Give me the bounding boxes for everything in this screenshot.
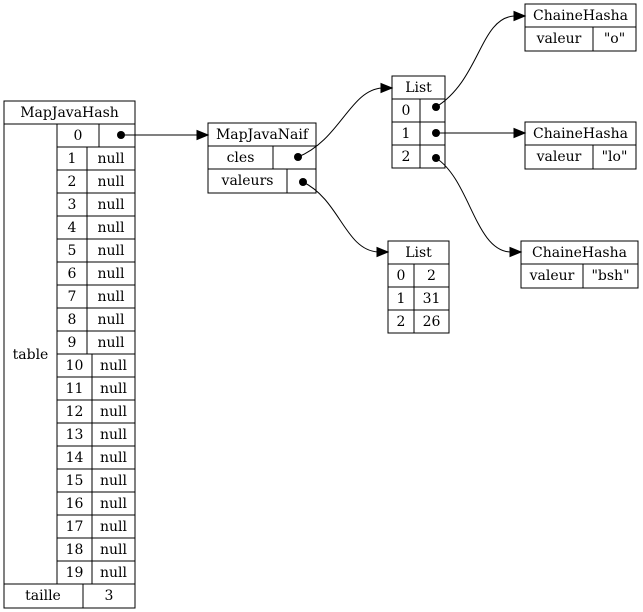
valeurs-field-label: valeurs <box>221 173 274 189</box>
edge-cles-to-keys-list <box>297 87 383 158</box>
hash-row-value: null <box>98 197 126 213</box>
chaine-hasha-field-label: valeur <box>536 31 582 47</box>
pointer-dot <box>299 178 307 186</box>
values-list-index-1: 1 <box>397 291 406 307</box>
hash-row-value: null <box>100 381 128 397</box>
pointer-dot <box>432 103 440 111</box>
edge-key0-to-chaine-o <box>435 15 515 108</box>
hash-row-index: 13 <box>66 427 84 443</box>
hash-row-value: null <box>98 335 126 351</box>
arrowhead <box>513 10 527 22</box>
chaine-hasha-field-label: valeur <box>529 268 575 284</box>
hash-table-rows: 0 1 null 2 null 3 null 4 null 5 null 6 null 7 null 8 nul… <box>57 124 135 584</box>
keys-list-title: List <box>405 80 432 96</box>
hash-row-index: 3 <box>68 197 77 213</box>
values-list-title: List <box>405 245 432 261</box>
chaine-hasha-node-o: ChaineHasha valeur "o" <box>524 3 637 52</box>
chaine-hasha-field-value: "bsh" <box>591 268 629 284</box>
hash-row-value: null <box>100 496 128 512</box>
hash-row-index: 5 <box>68 243 77 259</box>
hash-row-value: null <box>100 519 128 535</box>
hash-row-value: null <box>100 542 128 558</box>
keys-list-node: List 0 1 2 <box>391 75 446 169</box>
hash-row-index: 15 <box>66 473 84 489</box>
keys-list-index-2: 2 <box>402 149 411 165</box>
edge-valeurs-to-values-list <box>302 181 379 253</box>
hash-row-value: null <box>100 450 128 466</box>
values-list-value-2: 26 <box>423 314 441 330</box>
edge-key2-to-chaine-bsh <box>435 157 511 253</box>
hash-row-index: 0 <box>74 128 83 144</box>
hash-row-index: 12 <box>66 404 84 420</box>
keys-list-index-1: 1 <box>402 126 411 142</box>
hash-row-index: 19 <box>66 565 84 581</box>
chaine-hasha-node-bsh: ChaineHasha valeur "bsh" <box>520 240 639 289</box>
values-list-value-0: 2 <box>427 268 436 284</box>
hash-row-value: null <box>98 266 126 282</box>
chaine-hasha-title: ChaineHasha <box>533 126 628 142</box>
values-list-node: List 0 2 1 31 2 26 <box>387 240 450 334</box>
pointer-dot <box>294 153 302 161</box>
hash-row-value: null <box>100 358 128 374</box>
hash-row-index: 1 <box>68 151 77 167</box>
hash-row-index: 11 <box>66 381 84 397</box>
map-java-naif-node: MapJavaNaif cles valeurs <box>207 122 317 194</box>
hash-row-index: 17 <box>66 519 84 535</box>
arrowhead <box>509 246 523 258</box>
pointer-dot <box>432 129 440 137</box>
hash-row-index: 4 <box>68 220 77 236</box>
hash-row-value: null <box>98 312 126 328</box>
values-list-value-1: 31 <box>423 291 441 307</box>
arrowhead <box>513 127 527 139</box>
chaine-hasha-node-lo: ChaineHasha valeur "lo" <box>524 121 637 170</box>
chaine-hasha-title: ChaineHasha <box>532 245 627 261</box>
chaine-hasha-title: ChaineHasha <box>533 8 628 24</box>
pointer-dot <box>432 154 440 162</box>
keys-list-index-0: 0 <box>402 103 411 119</box>
map-java-hash-node: MapJavaHash table 0 1 null 2 null 3 null 4 null 5… <box>3 100 136 609</box>
hash-row-index: 7 <box>68 289 77 305</box>
hash-row-value: null <box>98 243 126 259</box>
chaine-hasha-field-label: valeur <box>536 149 582 165</box>
hash-row-value: null <box>98 220 126 236</box>
hash-row-index: 2 <box>68 174 77 190</box>
hash-row-value: null <box>100 473 128 489</box>
cles-field-label: cles <box>227 150 255 166</box>
arrowhead <box>376 246 390 258</box>
hash-row-value: null <box>100 404 128 420</box>
hash-row-value: null <box>98 174 126 190</box>
map-java-naif-title: MapJavaNaif <box>216 127 310 143</box>
values-list-index-0: 0 <box>397 268 406 284</box>
hash-row-index: 6 <box>68 266 77 282</box>
hash-row-value: null <box>98 289 126 305</box>
taille-field-label: taille <box>25 588 61 604</box>
hash-row-value: null <box>100 565 128 581</box>
table-field-label: table <box>13 347 49 363</box>
arrowhead <box>380 82 394 94</box>
hash-row-value: null <box>100 427 128 443</box>
hash-row-index: 9 <box>68 335 77 351</box>
taille-field-value: 3 <box>105 588 114 604</box>
pointer-dot <box>117 131 125 139</box>
arrowhead <box>196 129 210 141</box>
chaine-hasha-field-value: "o" <box>604 31 625 47</box>
hash-row-index: 14 <box>66 450 84 466</box>
edges <box>117 10 527 258</box>
hash-row-index: 16 <box>66 496 84 512</box>
hash-row-index: 10 <box>66 358 84 374</box>
chaine-hasha-field-value: "lo" <box>602 149 628 165</box>
map-java-hash-title: MapJavaHash <box>20 105 119 121</box>
hash-row-index: 8 <box>68 312 77 328</box>
hash-row-index: 18 <box>66 542 84 558</box>
hash-row-value: null <box>98 151 126 167</box>
values-list-index-2: 2 <box>397 314 406 330</box>
